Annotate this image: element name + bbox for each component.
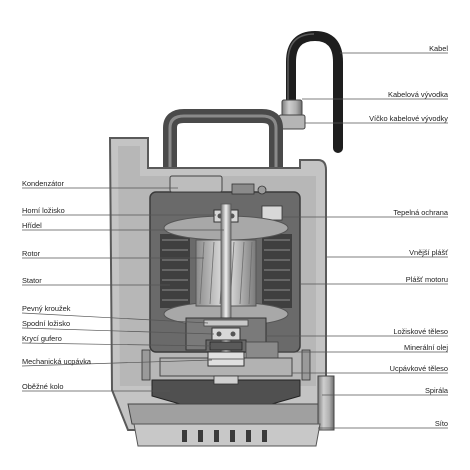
label-spirala: Spirála — [425, 386, 449, 395]
leader-mechanicka-ucpavka — [21, 359, 213, 367]
stator-right — [262, 234, 292, 308]
fixed-ring — [203, 319, 249, 327]
label-kryci-gufero: Krycí gufero — [22, 334, 62, 343]
cable-gland — [281, 99, 303, 117]
label-horni-lozisko: Horní ložisko — [22, 206, 65, 215]
mineral-oil-chamber — [245, 341, 279, 359]
label-vnejsi-plast: Vnější plášť — [409, 248, 448, 257]
label-stator: Stator — [22, 276, 42, 285]
volute-spiral — [127, 403, 323, 425]
stator-left — [160, 234, 190, 308]
leader-spodni-lozisko — [21, 327, 215, 335]
label-vicko-kabelove-vyvodky: Víčko kabelové vývodky — [369, 114, 448, 123]
bolt-right — [301, 349, 311, 381]
lower-bearing — [211, 327, 241, 341]
label-spodni-lozisko: Spodní ložisko — [22, 319, 70, 328]
thermal-protection — [261, 205, 283, 221]
label-mechanicka-ucpavka: Mechanická ucpávka — [22, 357, 92, 366]
label-kondenzator: Kondenzátor — [22, 179, 64, 188]
label-obezne-kolo: Oběžné kolo — [22, 382, 64, 391]
label-tepelna-ochrana: Tepelná ochrana — [393, 208, 449, 217]
cable — [286, 30, 343, 153]
label-plast-motoru: Plášť motoru — [406, 275, 448, 284]
leader-kryci-gufero — [21, 342, 213, 347]
label-kabel: Kabel — [429, 44, 448, 53]
leader-pevny-krouzek — [21, 312, 209, 324]
strainer — [133, 423, 321, 447]
label-rotor: Rotor — [22, 249, 41, 258]
label-kabelova-vyvodka: Kabelová vývodka — [388, 90, 449, 99]
label-pevny-krouzek: Pevný kroužek — [22, 304, 71, 313]
label-ucpavkove-teleso: Ucpávkové těleso — [390, 364, 448, 373]
outlet-pipe — [317, 375, 335, 431]
label-mineralni-olej: Minerální olej — [404, 343, 448, 352]
label-sito: Síto — [435, 419, 448, 428]
capacitor — [169, 175, 223, 193]
label-loziskove-teleso: Ložiskové těleso — [393, 327, 448, 336]
oil-seal — [209, 341, 243, 351]
bolt-left — [141, 349, 151, 381]
handle — [163, 109, 283, 175]
label-hridel: Hřídel — [22, 221, 42, 230]
